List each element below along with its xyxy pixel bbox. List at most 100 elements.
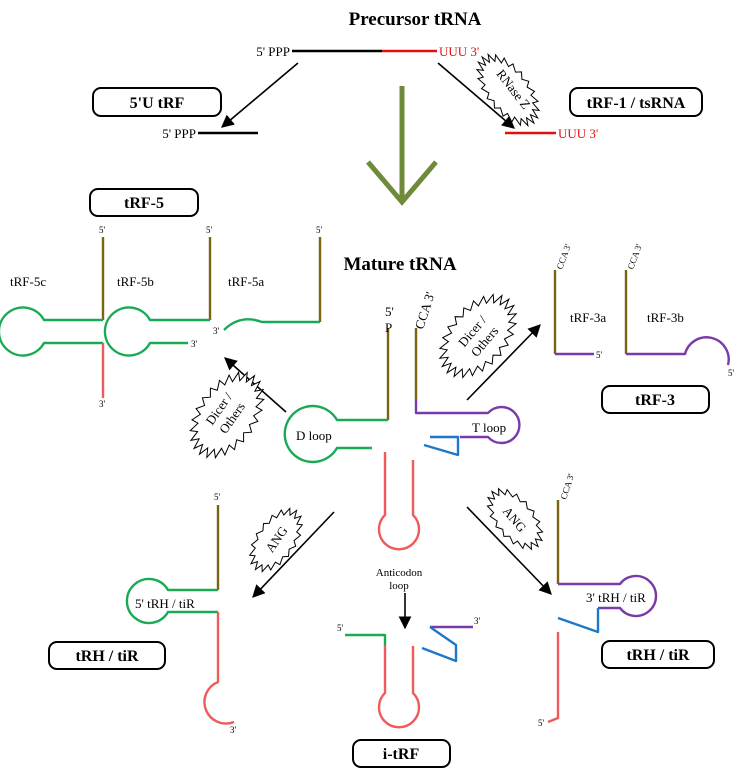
trh5-d-arm	[125, 577, 218, 625]
t-loop-label: T loop	[472, 420, 506, 435]
d-loop-label: D loop	[296, 428, 332, 443]
anticodon-label-1: Anticodon	[376, 567, 423, 579]
trh3-pink-arm	[547, 632, 560, 724]
trh5-fragment: 5' 3' 5' tRH / tiR	[125, 492, 237, 735]
mature-d-loop	[283, 404, 388, 464]
precursor-uuu-3: UUU 3'	[439, 44, 479, 59]
ang-right-burst-shape	[486, 487, 544, 551]
itrf-label: i-tRF	[383, 746, 420, 763]
trh-left-label: tRH / tiR	[75, 648, 139, 665]
mature-cca-label: CCA 3'	[412, 290, 438, 331]
ang-left-burst: ANG	[248, 507, 304, 573]
arrow-to-trf3	[466, 324, 541, 401]
trf3b-cca: CCA 3'	[625, 242, 644, 271]
trh-left-box	[48, 641, 166, 670]
mature-variable-loop	[423, 435, 460, 457]
trh3-fragment: CCA 3' 5' 3' tRH / tiR	[538, 472, 658, 728]
ang-right-burst: ANG	[486, 487, 544, 551]
trf5b-5-end: 5'	[206, 225, 213, 235]
rnase-z-burst-shape	[475, 52, 541, 128]
trf3a-5-end: 5'	[596, 350, 603, 360]
trf3b-t-loop	[626, 336, 730, 366]
trh3-5-end: 5'	[538, 718, 545, 728]
trf3a-label: tRF-3a	[570, 310, 606, 325]
itrf-variable-loop	[421, 626, 458, 663]
trf5a-3-end: 3'	[213, 326, 220, 336]
mature-t-loop	[414, 400, 521, 445]
trf3-box-group: tRF-3	[601, 385, 710, 414]
trh-right-label: tRH / tiR	[626, 647, 690, 664]
rnase-z-burst: RNase Z	[475, 52, 541, 128]
arrow-to-5u-trf	[221, 62, 299, 128]
trf1-group: tRF-1 / tsRNA UUU 3'	[505, 87, 703, 141]
dicer-left-burst-shape	[189, 370, 265, 460]
trf5b-label: tRF-5b	[117, 274, 154, 289]
trf1-uuu-3: UUU 3'	[558, 126, 598, 141]
itrf-anticodon-loop	[377, 645, 421, 729]
trf5c-3-end: 3'	[99, 399, 106, 409]
trf5a-fragment: 5' 3' tRF-5a	[213, 225, 323, 336]
precursor-title: Precursor tRNA	[349, 9, 482, 30]
itrf-fragment: 5' 3'	[337, 616, 481, 729]
trh-right-box-group: tRH / tiR	[601, 640, 715, 669]
trf5b-3-end: 3'	[191, 339, 198, 349]
five-u-trf-group: 5'U tRF 5' PPP	[92, 87, 258, 141]
trf5-box	[89, 188, 199, 217]
itrf-5-end: 5'	[337, 623, 344, 633]
anticodon-label-2: loop	[389, 580, 409, 592]
five-u-trf-ppp: 5' PPP	[162, 126, 196, 141]
trh5-anticodon-half	[203, 612, 235, 725]
maturation-arrow-head	[366, 160, 438, 206]
mature-p-label: P	[385, 320, 392, 335]
itrf-3-end: 3'	[474, 616, 481, 626]
trh-right-box	[601, 640, 715, 669]
trf3b-label: tRF-3b	[647, 310, 684, 325]
arrow-to-trh-right	[466, 506, 552, 595]
arrow-to-trh-left	[252, 511, 335, 598]
dicer-left-burst: Dicer / Others	[189, 370, 265, 460]
trf3b-5-end: 5'	[728, 368, 735, 378]
trf5b-fragment: 5' 3' tRF-5b	[103, 225, 213, 357]
trf3a-fragment: CCA 3' 5' tRF-3a	[553, 242, 606, 360]
trh5-3-end: 3'	[230, 725, 237, 735]
trf1-box	[569, 87, 703, 117]
itrf-box	[352, 739, 451, 768]
mature-title: Mature tRNA	[343, 254, 456, 275]
trf5c-fragment: 5' 3' tRF-5c	[0, 225, 106, 409]
trh3-variable-loop	[557, 608, 600, 634]
trf5c-d-arm	[0, 306, 103, 357]
trh3-label: 3' tRH / tiR	[586, 590, 646, 605]
trf1-label: tRF-1 / tsRNA	[587, 95, 686, 112]
arrow-to-trf1	[437, 62, 515, 129]
trf5-box-group: tRF-5	[89, 188, 199, 217]
trh5-label: 5' tRH / tiR	[135, 596, 195, 611]
trf3b-fragment: CCA 3' 5' tRF-3b	[624, 242, 735, 378]
trf5a-label: tRF-5a	[228, 274, 264, 289]
mature-anticodon-loop	[377, 452, 421, 551]
trf5c-5-end: 5'	[99, 225, 106, 235]
trh3-cca: CCA 3'	[558, 472, 576, 501]
trh-left-box-group: tRH / tiR	[48, 641, 166, 670]
trf5a-5-end: 5'	[316, 225, 323, 235]
precursor-5-ppp: 5' PPP	[256, 44, 290, 59]
trh3-t-loop	[558, 574, 658, 618]
maturation-arrow	[366, 86, 438, 206]
mature-5-label: 5'	[385, 304, 394, 319]
trf5b-d-arm	[103, 306, 210, 357]
itrf-box-group: i-tRF	[352, 739, 451, 768]
precursor-trna: 5' PPP UUU 3'	[256, 44, 479, 59]
trf5-label: tRF-5	[124, 195, 164, 212]
itrf-green-arm	[345, 633, 387, 645]
trf3a-cca: CCA 3'	[554, 242, 573, 271]
trf5a-green-arm	[223, 318, 320, 331]
five-u-trf-label: 5'U tRF	[130, 95, 185, 112]
five-u-trf-box	[92, 87, 222, 117]
trh5-5-end: 5'	[214, 492, 221, 502]
trf5c-label: tRF-5c	[10, 274, 46, 289]
dicer-right-burst: Dicer / Others	[438, 293, 518, 379]
ang-left-burst-shape	[248, 507, 304, 573]
dicer-right-burst-shape	[438, 293, 518, 379]
trf3-box	[601, 385, 710, 414]
trf3-label: tRF-3	[635, 392, 675, 409]
